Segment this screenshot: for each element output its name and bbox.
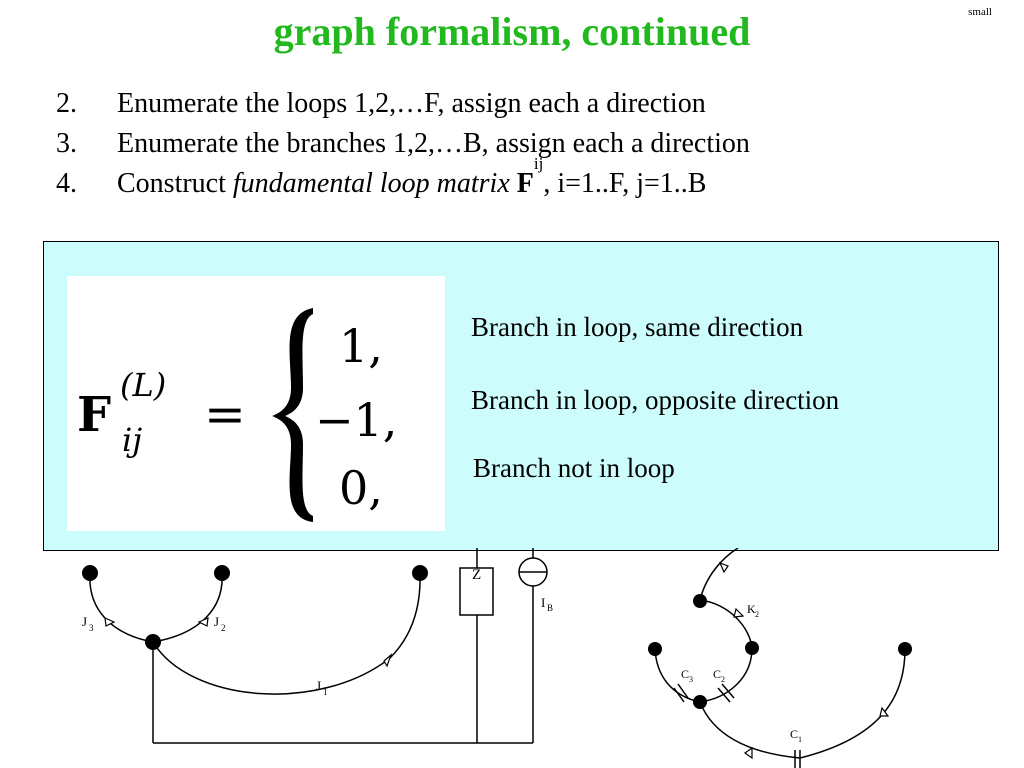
matrix-symbol: F (516, 168, 534, 199)
case-opposite-direction: Branch in loop, opposite direction (471, 385, 840, 415)
branch-j3 (89, 573, 154, 643)
svg-text:2: 2 (721, 675, 725, 684)
slide-title: graph formalism, continued (273, 9, 751, 54)
arrow-j3 (104, 617, 116, 627)
label-ib: I (541, 595, 545, 610)
label-z: Z (472, 567, 481, 583)
formula-value-3: 0, (339, 461, 383, 515)
node-left-a (82, 565, 98, 581)
svg-text:3: 3 (689, 675, 693, 684)
arrow-right (879, 706, 890, 717)
node-right-d (898, 642, 912, 656)
circuit-diagram: Z I B J 3 J 2 J 1 K 2 C 3 C 2 C 1 (82, 548, 912, 768)
node-right-a (693, 594, 707, 608)
formula-subscript: ij (122, 421, 142, 459)
svg-text:3: 3 (89, 623, 94, 633)
node-center (145, 634, 161, 650)
branch-j1 (152, 573, 421, 695)
formula-symbol: F (77, 387, 111, 443)
term: fundamental loop matrix (232, 168, 510, 199)
formula-value-1: 1, (339, 319, 383, 373)
label-k2: K (747, 602, 756, 616)
arrow-j1 (383, 653, 393, 668)
branch-c2 (699, 647, 753, 703)
branch-c3 (654, 647, 701, 703)
arrow-c1 (743, 746, 753, 760)
arrow-j2 (197, 617, 209, 627)
capacitor-c2-plate-b (721, 683, 735, 699)
svg-text:1: 1 (798, 735, 802, 744)
label-c3: C (681, 667, 689, 681)
branch-j2 (152, 573, 223, 643)
node-right-c (648, 642, 662, 656)
formula-equals: = (204, 385, 246, 443)
label-j3: J (82, 614, 87, 629)
capacitor-c3-plate-b (677, 683, 689, 699)
branch-c1 (699, 701, 801, 759)
node-left-b (214, 565, 230, 581)
formula-card: F (L) ij = 1, −1, 0, (67, 276, 445, 531)
list-item: 3. Enumerate the branches 1,2,…B, assign… (56, 128, 750, 159)
formula-svg: F (L) ij = 1, −1, 0, (77, 308, 397, 522)
branch-k2 (699, 599, 753, 649)
node-right-e (693, 695, 707, 709)
branch-right (799, 648, 906, 759)
label-j2: J (214, 614, 219, 629)
capacitor-c3-plate-a (673, 687, 685, 703)
arrow-top-right (718, 561, 729, 574)
label-j1: J (316, 678, 321, 693)
arrow-k2 (733, 607, 745, 618)
formula-superscript: (L) (120, 366, 166, 404)
capacitor-c2-plate-a (717, 687, 731, 703)
branch-top-right (699, 548, 739, 601)
formula-value-2: −1, (315, 393, 397, 447)
size-tag: small (968, 6, 992, 18)
node-right-b (745, 641, 759, 655)
list-item: 2. Enumerate the loops 1,2,…F, assign ea… (56, 88, 706, 119)
steps-list: 2. Enumerate the loops 1,2,…F, assign ea… (56, 84, 750, 204)
label-c2: C (713, 667, 721, 681)
left-brace (272, 308, 313, 522)
case-not-in-loop: Branch not in loop (473, 453, 675, 483)
svg-text:B: B (547, 603, 553, 613)
svg-text:1: 1 (323, 687, 328, 697)
svg-text:2: 2 (755, 610, 759, 619)
case-same-direction: Branch in loop, same direction (471, 312, 804, 342)
svg-text:2: 2 (221, 623, 226, 633)
node-left-c (412, 565, 428, 581)
label-c1: C (790, 727, 798, 741)
